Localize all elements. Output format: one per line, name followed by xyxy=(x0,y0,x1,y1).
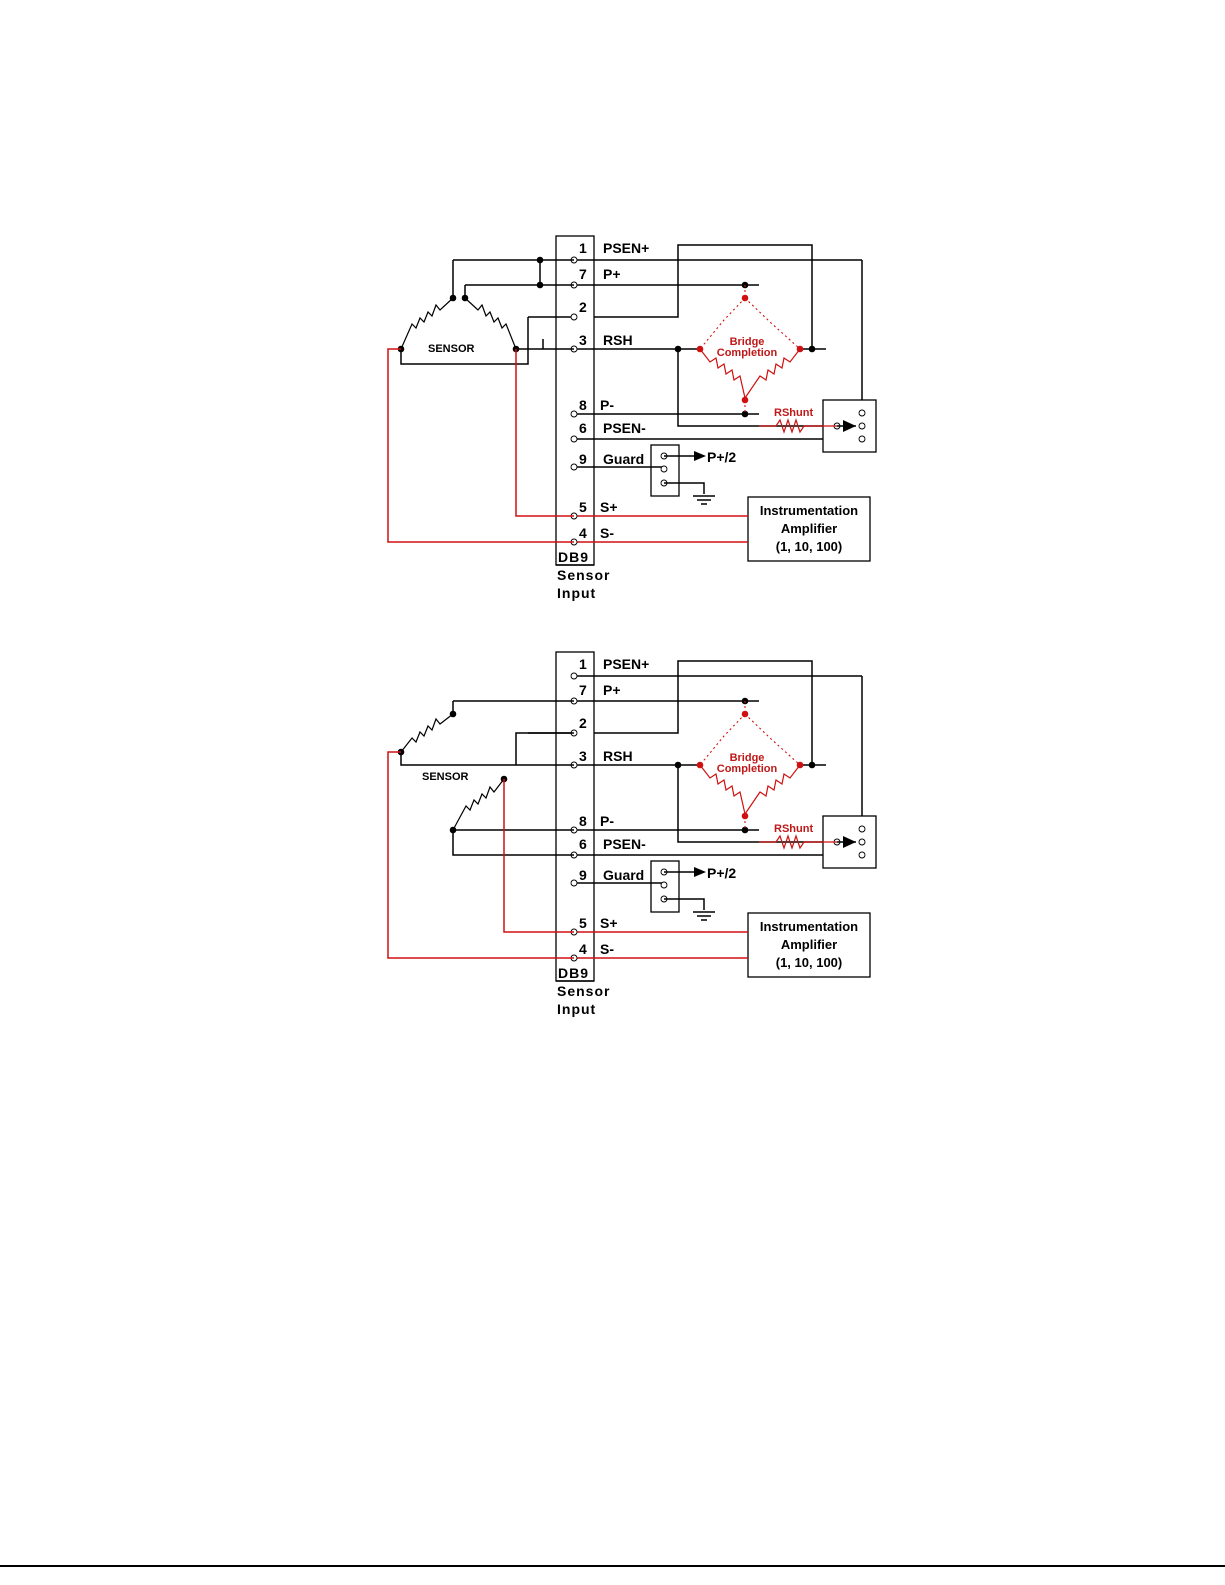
guard-output-label: P+/2 xyxy=(707,449,736,465)
pin-number: 5 xyxy=(579,915,587,931)
pin-number: 2 xyxy=(579,715,587,731)
amplifier-label-3: (1, 10, 100) xyxy=(776,955,843,970)
pin-label-p-minus: P- xyxy=(600,813,614,829)
pin-number: 3 xyxy=(579,332,587,348)
pin-label-psen-minus: PSEN- xyxy=(603,420,646,436)
pin-number: 9 xyxy=(579,867,587,883)
amplifier-label-3: (1, 10, 100) xyxy=(776,539,843,554)
pin-label-p-plus: P+ xyxy=(603,266,621,282)
pin-label-psen-minus: PSEN- xyxy=(603,836,646,852)
pin-number: 3 xyxy=(579,748,587,764)
pin-label-s-plus: S+ xyxy=(600,915,618,931)
sensor-bridge-half xyxy=(388,701,574,958)
caption-sensor: Sensor xyxy=(557,567,610,583)
amplifier-label-1: Instrumentation xyxy=(760,503,858,518)
pin-number: 1 xyxy=(579,240,587,256)
pin-label-rsh: RSH xyxy=(603,332,633,348)
pin-number: 6 xyxy=(579,420,587,436)
sensor-label: SENSOR xyxy=(428,343,475,355)
sensor-bridge-full xyxy=(388,257,574,542)
pin-number: 7 xyxy=(579,266,587,282)
rshunt-label: RShunt xyxy=(774,823,813,835)
pin-number: 8 xyxy=(579,813,587,829)
labels-diagram-1: 1 PSEN+ 7 P+ 2 3 RSH 8 P- 6 PSEN- 9 Guar… xyxy=(428,240,858,601)
labels-diagram-2: 1 PSEN+ 7 P+ 2 3 RSH 8 P- 6 PSEN- 9 Guar… xyxy=(422,656,858,1017)
pin-label-s-plus: S+ xyxy=(600,499,618,515)
pin-number: 8 xyxy=(579,397,587,413)
pin-number: 9 xyxy=(579,451,587,467)
pin-number: 2 xyxy=(579,299,587,315)
amplifier-label-2: Amplifier xyxy=(781,521,837,536)
connector-label: DB9 xyxy=(558,549,589,565)
pin-label-guard: Guard xyxy=(603,867,644,883)
pin-label-psen-plus: PSEN+ xyxy=(603,656,649,672)
pin-label-rsh: RSH xyxy=(603,748,633,764)
pin-label-psen-plus: PSEN+ xyxy=(603,240,649,256)
pin-number: 5 xyxy=(579,499,587,515)
pin-label-s-minus: S- xyxy=(600,941,614,957)
pin-number: 4 xyxy=(579,525,587,541)
amplifier-label-2: Amplifier xyxy=(781,937,837,952)
caption-input: Input xyxy=(557,1001,596,1017)
pin-number: 6 xyxy=(579,836,587,852)
pin-label-guard: Guard xyxy=(603,451,644,467)
caption-sensor: Sensor xyxy=(557,983,610,999)
guard-output-label: P+/2 xyxy=(707,865,736,881)
pin-number: 1 xyxy=(579,656,587,672)
caption-input: Input xyxy=(557,585,596,601)
bridge-completion-label-2: Completion xyxy=(717,347,778,359)
pin-number: 7 xyxy=(579,682,587,698)
sensor-label: SENSOR xyxy=(422,771,469,783)
bridge-completion-label-2: Completion xyxy=(717,763,778,775)
amplifier-label-1: Instrumentation xyxy=(760,919,858,934)
pin-number: 4 xyxy=(579,941,587,957)
pin-label-s-minus: S- xyxy=(600,525,614,541)
pin-label-p-minus: P- xyxy=(600,397,614,413)
pin-label-p-plus: P+ xyxy=(603,682,621,698)
connector-label: DB9 xyxy=(558,965,589,981)
rshunt-label: RShunt xyxy=(774,407,813,419)
